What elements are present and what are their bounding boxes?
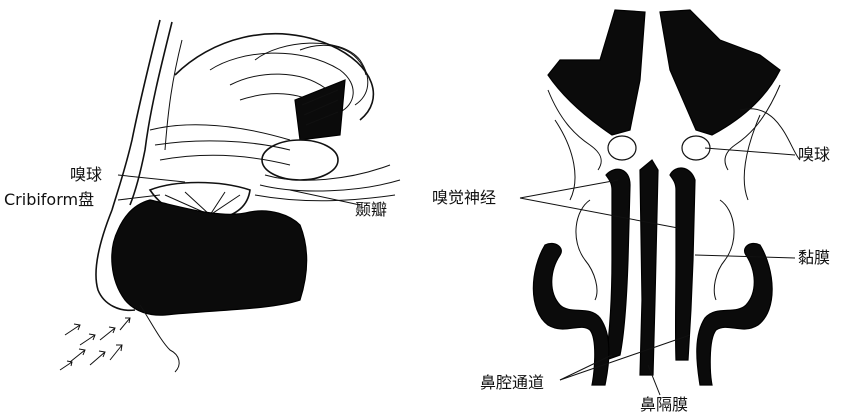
leader-nasal-passage-a: [559, 354, 613, 381]
right-outer-concha: [696, 242, 773, 386]
leader-nasal-passage-b: [559, 334, 691, 381]
label-nasal-septum: 鼻隔膜: [640, 395, 688, 414]
label-mucosa: 黏膜: [798, 248, 830, 267]
brain-dark-region: [294, 79, 346, 141]
nose-profile: [95, 209, 136, 312]
left-upper-mass: [547, 9, 646, 136]
leader-olfactory-nerve-a: [519, 179, 619, 199]
olfactory-bulb-left: [607, 135, 637, 161]
coronal-section: [519, 9, 801, 396]
label-temporal-lobe: 颞瓣: [355, 200, 387, 219]
leader-olfactory-bulb-right: [704, 147, 796, 156]
right-upper-mass: [659, 9, 781, 136]
left-outer-concha: [532, 242, 610, 386]
frontal-bone-inner: [129, 21, 173, 206]
left-inner-wall: [605, 168, 631, 361]
label-olfactory-bulb-right: 嗅球: [798, 145, 830, 164]
nasal-septum: [639, 159, 659, 376]
lip-profile: [139, 304, 180, 373]
airflow-arrows-icon: [59, 317, 131, 371]
label-cribriform-plate: Cribiform盘: [4, 190, 94, 209]
label-olfactory-nerve: 嗅觉神经: [432, 188, 496, 207]
leader-nasal-septum: [647, 364, 661, 396]
leader-olfactory-bulb-left: [117, 174, 186, 183]
label-nasal-passage: 鼻腔通道: [480, 373, 544, 392]
temporal-lobe: [261, 139, 339, 181]
leader-mucosa: [694, 254, 796, 259]
leader-temporal: [289, 189, 361, 206]
frontal-bone-outline: [111, 19, 161, 211]
leader-cribriform: [117, 194, 161, 201]
right-inner-wall: [669, 167, 696, 361]
sagittal-head-section: [59, 19, 401, 373]
nasal-cavity: [111, 199, 308, 316]
leader-olfactory-nerve-b: [519, 197, 679, 229]
label-olfactory-bulb-left: 嗅球: [70, 165, 102, 184]
brain-outline: [174, 33, 375, 121]
